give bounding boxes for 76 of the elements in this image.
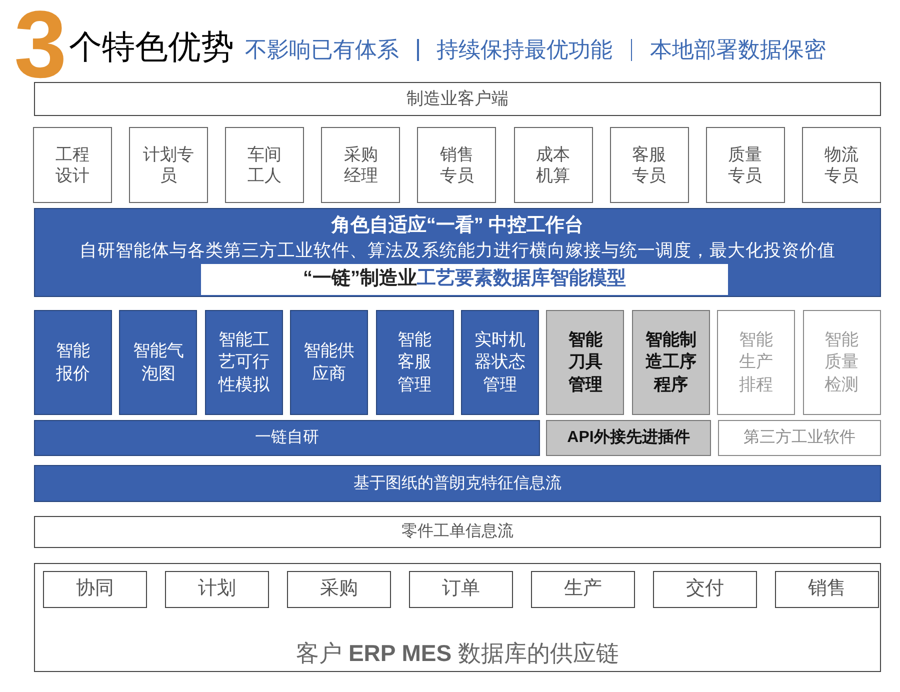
supply-module-label: 交付 (686, 578, 724, 601)
supply-module-label: 计划 (198, 578, 236, 601)
supply-chain-label: 客户 ERP MES 数据库的供应链 (296, 640, 619, 668)
module-tile (34, 310, 112, 415)
panel-heading: 角色自适应“一看” 中控工作台 (331, 214, 584, 238)
slide-title: 3个特色优势 (14, 2, 235, 82)
feature-flow-bar (34, 465, 881, 502)
supply-module-label: 订单 (442, 578, 480, 601)
role-card (514, 127, 592, 203)
feature-tagline: 持续保持最优功能 (436, 37, 612, 64)
module-tile (119, 310, 198, 415)
module-label: 智能工艺可行性模拟 (217, 329, 270, 396)
feature-flow-label: 基于图纸的普朗克特征信息流 (354, 474, 562, 494)
client-label: 制造业客户端 (406, 88, 508, 110)
role-card (610, 127, 689, 203)
role-card (417, 127, 496, 203)
third-party-bar (718, 420, 881, 456)
plugin-tile (632, 310, 710, 415)
role-label: 采购经理 (342, 144, 379, 186)
feature-tagline: 本地部署数据保密 (650, 37, 826, 64)
supply-module-box (165, 571, 269, 608)
model-banner (201, 264, 728, 295)
plugin-bar (546, 420, 711, 456)
role-label: 客服专员 (631, 144, 667, 186)
module-label: 实时机器状态管理 (474, 329, 526, 396)
plugin-label: 智能刀具管理 (568, 329, 604, 396)
in-house-bar (34, 420, 540, 456)
plugin-label: 智能制造工序程序 (644, 329, 698, 396)
panel-description: 自研智能体与各类第三方工业软件、算法及系统能力进行横向嫁接与统一调度，最大化投资价值 (80, 238, 836, 262)
third-party-tile (802, 310, 881, 415)
supply-module-box (409, 571, 513, 608)
feature-tagline: 不影响已有体系 (245, 37, 399, 64)
in-house-label: 一链自研 (255, 428, 319, 448)
supply-module-label: 生产 (564, 578, 602, 601)
supply-module-label: 协同 (76, 578, 114, 601)
work-order-flow-label: 零件工单信息流 (402, 522, 514, 542)
role-card (129, 127, 208, 203)
model-name: 工艺要素数据库智能模型 (417, 268, 626, 291)
work-order-flow-bar (34, 516, 881, 548)
role-card (802, 127, 881, 203)
third-party-label: 智能生产排程 (738, 329, 774, 396)
supply-module-box (653, 571, 757, 608)
role-label: 物流专员 (823, 144, 860, 186)
third-party-tile (717, 310, 796, 415)
model-prefix: “一链”制造业 (303, 268, 417, 291)
supply-chain-panel (34, 563, 881, 672)
client-bar (34, 82, 881, 116)
role-card (321, 127, 400, 203)
role-label: 计划专员 (142, 144, 195, 186)
role-card (706, 127, 785, 203)
third-party-bar-label: 第三方工业软件 (744, 428, 856, 448)
supply-module-label: 销售 (808, 578, 846, 601)
role-card (225, 127, 304, 203)
supply-module-box (775, 571, 879, 608)
module-label: 智能客服管理 (396, 329, 432, 396)
module-label: 智能气泡图 (132, 340, 185, 384)
role-label: 成本机算 (535, 144, 571, 186)
supply-module-box (531, 571, 635, 608)
workbench-panel (34, 208, 881, 297)
plugin-tile (546, 310, 624, 415)
role-label: 质量专员 (727, 144, 764, 186)
module-tile (204, 310, 283, 415)
supply-module-box (287, 571, 391, 608)
plugin-bar-label: API外接先进插件 (567, 428, 690, 448)
role-label: 车间工人 (246, 144, 283, 186)
role-card (33, 127, 112, 203)
module-tile (461, 310, 539, 415)
module-tile (290, 310, 368, 415)
role-label: 销售专员 (439, 144, 475, 186)
role-label: 工程设计 (54, 144, 90, 186)
module-label: 智能供应商 (302, 340, 356, 384)
supply-module-label: 采购 (320, 578, 358, 601)
module-label: 智能报价 (55, 340, 91, 384)
module-tile (376, 310, 454, 415)
third-party-label: 智能质量检测 (824, 329, 860, 396)
supply-module-box (43, 571, 147, 608)
